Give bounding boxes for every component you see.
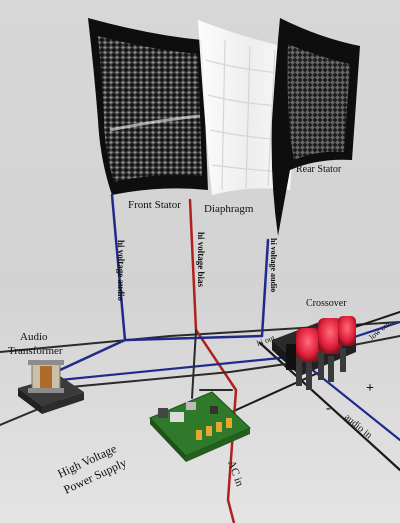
audio-transformer xyxy=(18,360,84,414)
crossover xyxy=(272,316,356,390)
minus-label: - xyxy=(326,401,331,416)
crossover-label: Crossover xyxy=(306,298,347,309)
hv-bias-label: hi voltage bias xyxy=(196,232,206,288)
front-stator-label: Front Stator xyxy=(128,199,181,211)
plus-label: + xyxy=(366,381,374,396)
hv-power-supply-board xyxy=(149,391,251,462)
diaphragm-label: Diaphragm xyxy=(204,203,254,215)
front-stator xyxy=(88,18,208,195)
hv-audio-label: hi voltage audio xyxy=(116,240,126,302)
audio-transformer-label-2: Transformer xyxy=(8,345,63,357)
rear-stator xyxy=(271,18,360,236)
audio-transformer-label-1: Audio xyxy=(20,331,48,343)
hv-audio-rear-label: hi voltage audio xyxy=(269,238,278,292)
rear-stator-label: Rear Stator xyxy=(296,164,342,175)
